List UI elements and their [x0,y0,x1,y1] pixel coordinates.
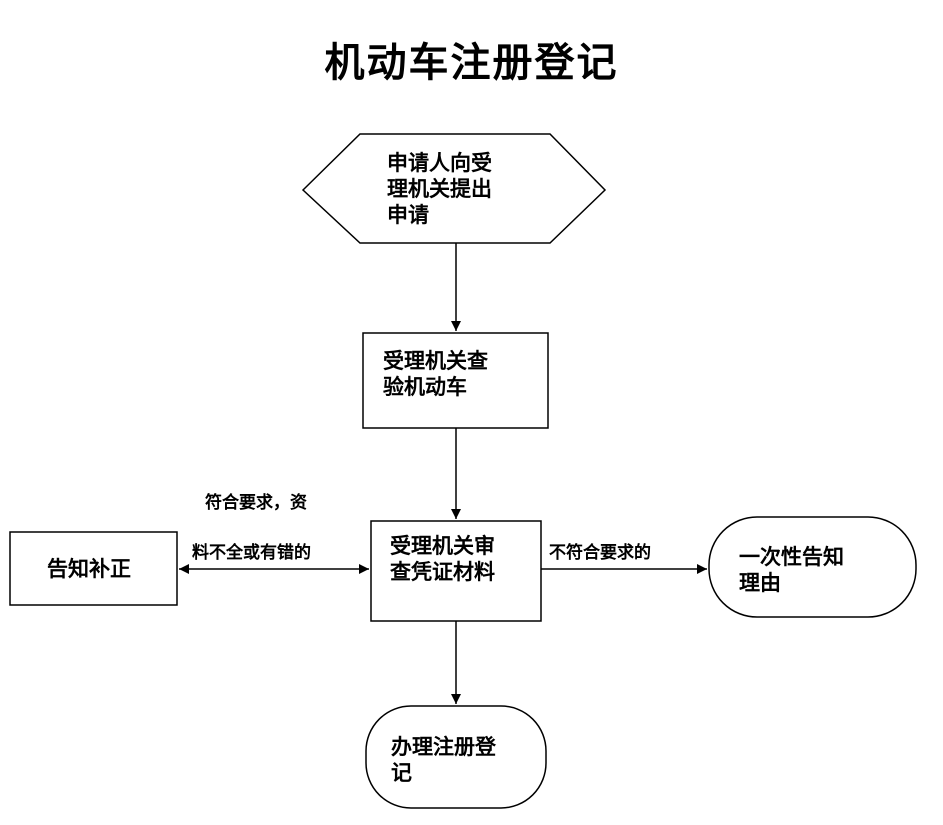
inspect-vehicle-box [362,332,549,429]
notify-correct-text: 告知补正 [47,556,131,582]
notify-correct-line-1: 告知补正 [47,557,131,581]
notify-reason-terminal [708,516,917,618]
register-text: 办理注册登 记 [391,734,496,786]
edge-label-incomplete-2: 料不全或有错的 [192,543,311,563]
apply-line-3: 申请 [387,203,429,227]
inspect-vehicle-text: 受理机关查 验机动车 [383,348,488,400]
notify-reason-line-2: 理由 [739,571,781,595]
notify-reason-line-1: 一次性告知 [739,545,844,569]
review-docs-line-1: 受理机关审 [390,534,495,558]
page-title: 机动车注册登记 [324,39,619,86]
start-hexagon [301,133,607,244]
apply-line-1: 申请人向受 [387,151,492,175]
notify-reason-text: 一次性告知 理由 [739,544,844,596]
apply-text: 申请人向受 理机关提出 申请 [387,150,492,228]
review-docs-box [370,520,542,622]
notify-correct-box [9,531,178,606]
inspect-vehicle-line-2: 验机动车 [383,375,467,399]
review-docs-text: 受理机关审 查凭证材料 [390,533,495,585]
review-docs-line-2: 查凭证材料 [390,560,495,584]
register-line-2: 记 [391,761,412,785]
edge-label-incomplete-1: 符合要求，资 [205,493,307,513]
inspect-vehicle-line-1: 受理机关查 [383,349,488,373]
apply-line-2: 理机关提出 [387,177,492,201]
edge-label-not-qualified: 不符合要求的 [549,543,651,563]
register-line-1: 办理注册登 [391,735,496,759]
register-terminal [365,705,547,809]
